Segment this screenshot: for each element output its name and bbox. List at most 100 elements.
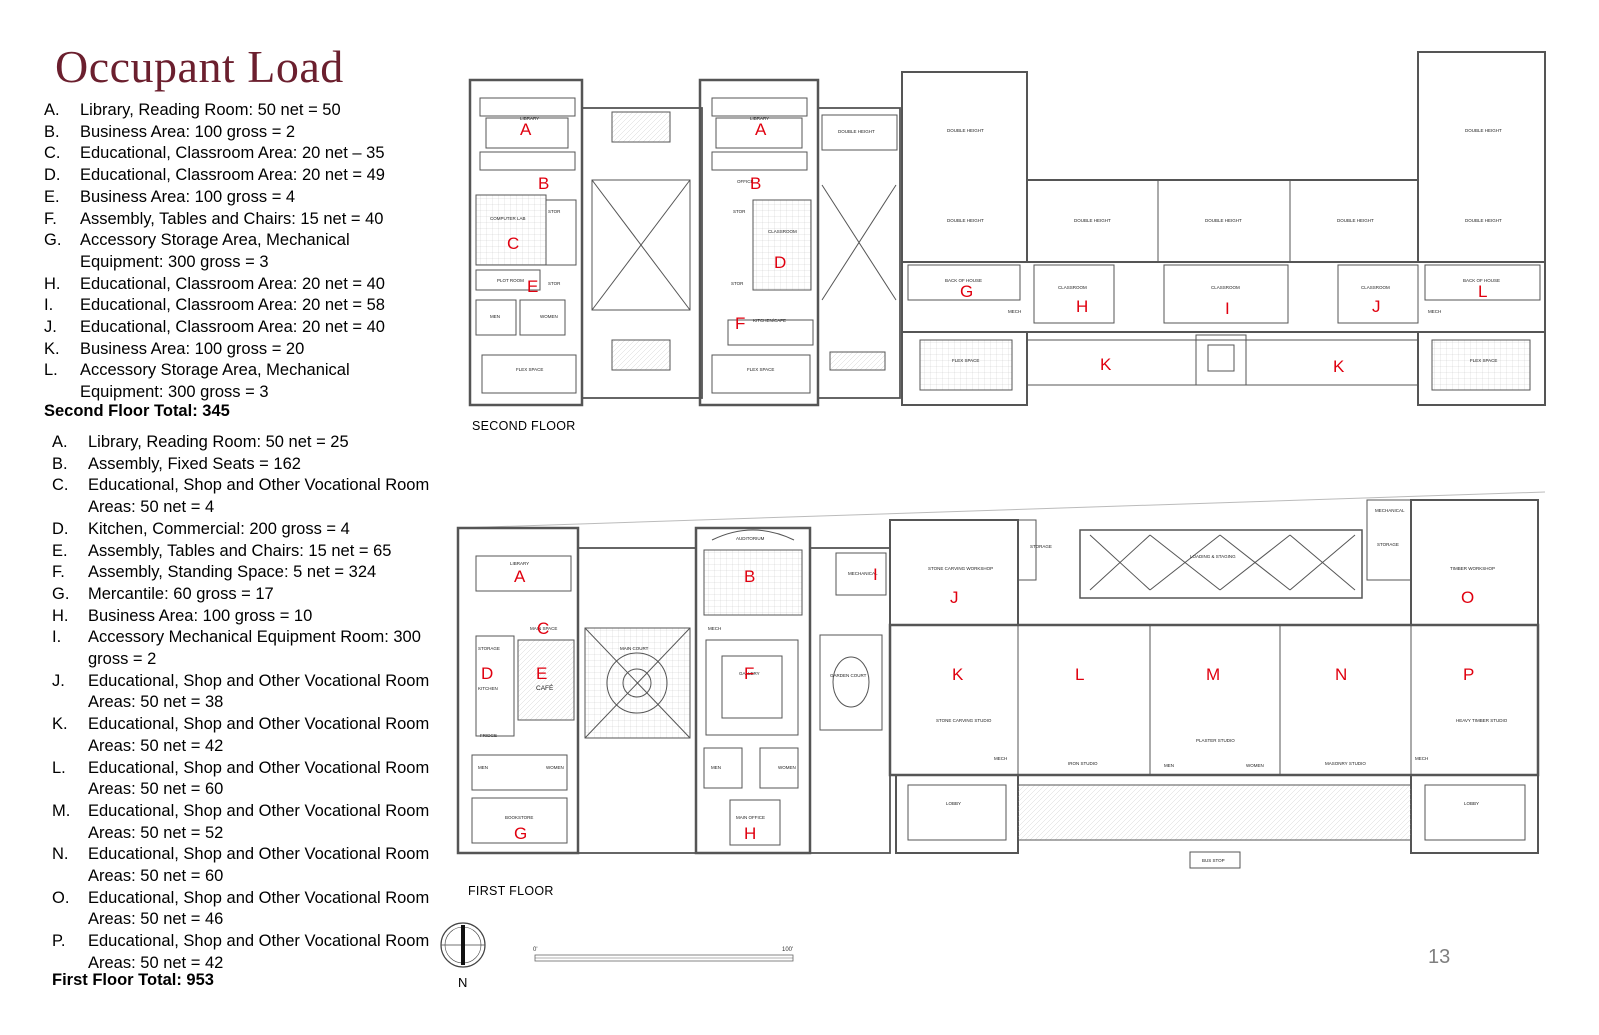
marker-1f-i: I [873,565,878,584]
second-floor-load-item: H.Educational, Classroom Area: 20 net = … [44,274,414,296]
svg-text:TIMBER WORKSHOP: TIMBER WORKSHOP [1450,566,1495,571]
svg-text:KITCHEN/CAFE: KITCHEN/CAFE [753,318,786,323]
north-label: N [458,975,467,990]
second-floor-load-item: K.Business Area: 100 gross = 20 [44,339,414,361]
first-floor-load-item: N.Educational, Shop and Other Vocational… [52,844,432,887]
svg-text:GARDEN COURT: GARDEN COURT [830,673,867,678]
second-floor-load-item-letter: I. [44,296,54,315]
svg-text:DOUBLE HEIGHT: DOUBLE HEIGHT [1205,218,1242,223]
svg-text:MECHANICAL: MECHANICAL [848,571,878,576]
north-arrow-icon: N [440,922,486,990]
second-floor-load-item-text: Assembly, Tables and Chairs: 15 net = 40 [80,209,384,228]
page-number: 13 [1428,946,1451,968]
svg-text:CAFÉ: CAFÉ [536,683,554,692]
svg-text:HEAVY TIMBER STUDIO: HEAVY TIMBER STUDIO [1456,718,1508,723]
svg-text:STONE CARVING STUDIO: STONE CARVING STUDIO [936,718,992,723]
marker-1f-m: M [1206,665,1220,684]
svg-text:IRON STUDIO: IRON STUDIO [1068,761,1098,766]
svg-text:MAIN SPACE: MAIN SPACE [530,626,557,631]
svg-text:FRIDGE: FRIDGE [480,733,497,738]
first-floor-load-item: C.Educational, Shop and Other Vocational… [52,475,432,518]
marker-2f-h: H [1076,297,1088,316]
svg-text:FLEX SPACE: FLEX SPACE [747,367,774,372]
svg-text:AUDITORIUM: AUDITORIUM [736,536,765,541]
second-floor-load-item-letter: F. [44,209,57,228]
svg-text:LOBBY: LOBBY [1464,801,1479,806]
first-floor-load-item-letter: N. [52,845,69,864]
svg-text:STOR: STOR [548,281,561,286]
svg-text:CLASSROOM: CLASSROOM [1361,285,1390,290]
first-floor-load-item: A.Library, Reading Room: 50 net = 25 [52,432,432,454]
second-floor-load-item-text: Educational, Classroom Area: 20 net = 58 [80,296,385,315]
svg-text:BUS STOP: BUS STOP [1202,858,1225,863]
second-floor-load-item-letter: G. [44,231,62,250]
svg-text:MASONRY STUDIO: MASONRY STUDIO [1325,761,1366,766]
svg-text:MAIN COURT: MAIN COURT [620,646,649,651]
first-floor-load-item-text: Educational, Shop and Other Vocational R… [88,715,430,755]
first-floor-load-item-text: Educational, Shop and Other Vocational R… [88,801,430,842]
svg-text:DOUBLE HEIGHT: DOUBLE HEIGHT [1465,218,1502,223]
first-floor-load-item-text: Assembly, Fixed Seats = 162 [88,454,301,473]
marker-2f-f: F [735,314,745,333]
second-floor-load-item: F. Assembly, Tables and Chairs: 15 net = … [44,209,414,231]
svg-text:MECH: MECH [994,756,1007,761]
marker-2f-l: L [1478,282,1487,301]
second-floor-load-item: G.Accessory Storage Area, Mechanical Equ… [44,230,414,273]
svg-text:MECH: MECH [708,626,721,631]
second-floor-load-item-text: Business Area: 100 gross = 2 [80,122,296,141]
second-floor-load-item: B.Business Area: 100 gross = 2 [44,122,414,144]
first-floor-load-item: F.Assembly, Standing Space: 5 net = 324 [52,562,432,584]
first-floor-load-item-text: Kitchen, Commercial: 200 gross = 4 [88,519,350,538]
first-floor-load-item: B.Assembly, Fixed Seats = 162 [52,454,432,476]
second-floor-load-item: E.Business Area: 100 gross = 4 [44,187,414,209]
first-floor-load-item-text: Business Area: 100 gross = 10 [88,606,313,625]
first-floor-load-item-letter: H. [52,606,69,625]
marker-1f-f: F [744,664,754,683]
svg-text:BACK OF HOUSE: BACK OF HOUSE [945,278,982,283]
svg-text:LIBRARY: LIBRARY [750,116,769,121]
first-floor-load-item-text: Educational, Shop and Other Vocational R… [88,932,430,972]
svg-text:MEN: MEN [478,765,488,770]
svg-text:DOUBLE HEIGHT: DOUBLE HEIGHT [1074,218,1111,223]
svg-text:DOUBLE HEIGHT: DOUBLE HEIGHT [947,218,984,223]
svg-text:0': 0' [533,947,537,953]
marker-2f-g: G [960,282,973,301]
page-title: Occupant Load [55,41,344,92]
second-floor-load-item-text: Educational, Classroom Area: 20 net = 49 [80,166,385,185]
first-floor-plan [456,491,1546,869]
marker-2f-i: I [1225,299,1230,318]
marker-1f-g: G [514,824,527,843]
first-floor-load-item-letter: K. [52,715,68,734]
first-floor-load-item-text: Educational, Shop and Other Vocational R… [88,758,430,799]
svg-text:MECH: MECH [1415,756,1428,761]
second-floor-load-item-text: Educational, Classroom Area: 20 net – 35 [80,144,385,163]
first-floor-load-item-text: Educational, Shop and Other Vocational R… [88,476,430,517]
svg-text:MECHANICAL: MECHANICAL [1375,508,1405,513]
svg-text:WOMEN: WOMEN [546,765,564,770]
svg-text:OFFICE: OFFICE [737,179,754,184]
first-floor-load-item-letter: J. [52,671,65,690]
marker-1f-n: N [1335,665,1347,684]
marker-1f-e: E [536,664,547,683]
second-floor-load-item: J.Educational, Classroom Area: 20 net = … [44,317,414,339]
marker-2f-d: D [774,253,786,272]
marker-1f-c: C [537,619,549,638]
first-floor-occupant-markers: A B C D E F G H I J K L M N O P [481,565,1474,843]
svg-text:LIBRARY: LIBRARY [520,116,539,121]
svg-text:BOOKSTORE: BOOKSTORE [505,815,533,820]
second-floor-load-item-text: Educational, Classroom Area: 20 net = 40 [80,318,385,337]
first-floor-load-item-letter: G. [52,584,70,603]
marker-2f-k: K [1100,355,1112,374]
marker-1f-j: J [950,588,959,607]
first-floor-load-item: P.Educational, Shop and Other Vocational… [52,931,432,974]
second-floor-plan-label: SECOND FLOOR [472,419,576,433]
svg-text:STORAGE: STORAGE [1030,544,1052,549]
first-floor-load-item-text: Educational, Shop and Other Vocational R… [88,671,430,712]
first-floor-load-item-letter: E. [52,541,68,560]
second-floor-load-item-text: Accessory Storage Area, Mechanical Equip… [80,361,350,402]
marker-2f-b-east: B [750,174,761,193]
first-floor-load-item: I.Accessory Mechanical Equipment Room: 3… [52,627,432,670]
marker-1f-p: P [1463,665,1474,684]
second-floor-load-item-letter: E. [44,187,60,206]
svg-text:MECH: MECH [1008,309,1021,314]
